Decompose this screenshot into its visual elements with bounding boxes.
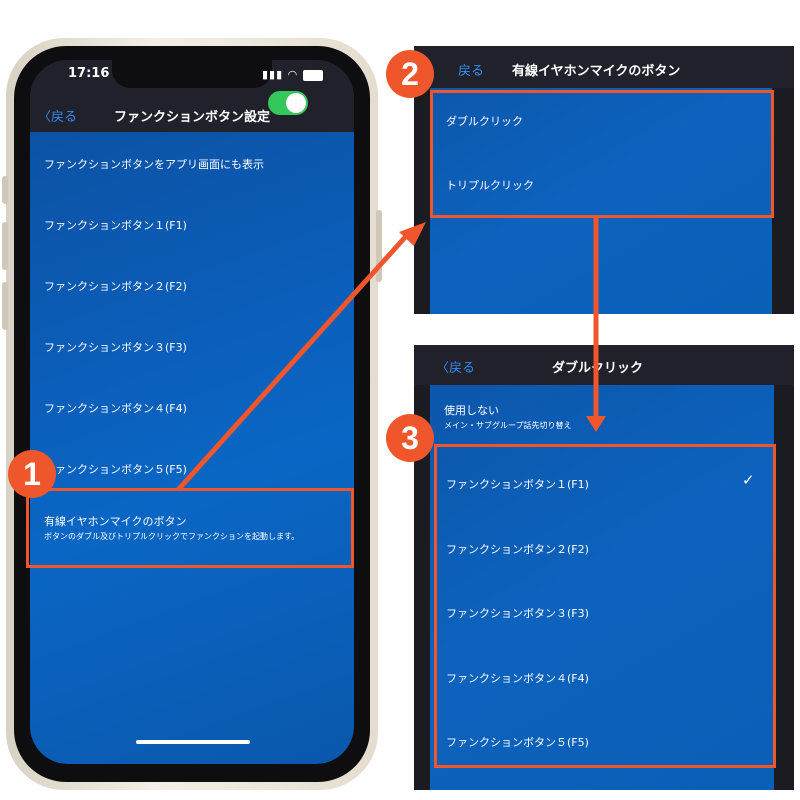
right-edge (774, 385, 794, 790)
function-button-option[interactable]: ファンクションボタン２(F2) (446, 543, 589, 556)
volume-up-button (2, 222, 8, 270)
arrow-head-1 (399, 222, 426, 246)
right-edge (772, 88, 794, 314)
chevron-left-icon: 〈 (436, 361, 450, 376)
triple-click-row[interactable]: トリプルクリック (446, 179, 534, 192)
checkmark-icon: ✓ (742, 471, 755, 489)
wired-earphone-row-title[interactable]: 有線イヤホンマイクのボタン (44, 515, 187, 528)
volume-down-button (2, 282, 8, 330)
back-label: 戻る (449, 361, 476, 376)
page-title: ファンクションボタン設定 (114, 110, 271, 125)
back-button[interactable]: 戻る (458, 64, 485, 79)
step-badge-3: 3 (386, 414, 434, 462)
not-used-desc: メイン・サブグループ話先切り替え (444, 421, 572, 430)
highlight-box-3 (434, 444, 776, 768)
not-used-row[interactable]: 使用しない (444, 404, 499, 417)
mute-switch (2, 176, 8, 204)
function-button-option[interactable]: ファンクションボタン４(F4) (446, 672, 589, 685)
back-label: 戻る (51, 110, 78, 125)
function-button-row[interactable]: ファンクションボタン２(F2) (44, 280, 187, 293)
left-edge (414, 385, 430, 790)
function-button-row[interactable]: ファンクションボタン３(F3) (44, 341, 187, 354)
phone-screen: 17:16 ▮▮▮ ◠ 〈戻る ファンクションボタン設定 ファンクションボタンを… (30, 60, 354, 764)
wifi-icon: ◠ (287, 68, 299, 81)
left-edge (414, 88, 430, 314)
function-button-option[interactable]: ファンクションボタン５(F5) (446, 736, 589, 749)
arrow-head-2 (586, 416, 606, 432)
double-click-row[interactable]: ダブルクリック (446, 115, 523, 128)
signal-icon: ▮▮▮ (262, 68, 284, 81)
status-time: 17:16 (68, 66, 110, 81)
nav-bar (414, 46, 794, 88)
page-title: 有線イヤホンマイクのボタン (512, 64, 681, 79)
wired-earphone-row-desc: ボタンのダブル及びトリプルクリックでファンクションを起動します。 (44, 532, 300, 541)
toggle-knob (286, 93, 306, 113)
highlight-box-2 (430, 90, 774, 218)
step-badge-1: 1 (8, 450, 56, 498)
highlight-box-1 (26, 488, 354, 568)
function-button-row[interactable]: ファンクションボタン４(F4) (44, 402, 187, 415)
chevron-left-icon: 〈 (38, 110, 52, 125)
step-badge-2: 2 (386, 50, 434, 98)
function-button-option[interactable]: ファンクションボタン１(F1) (446, 478, 589, 491)
toggle-label: ファンクションボタンをアプリ画面にも表示 (44, 158, 264, 171)
home-indicator (136, 740, 250, 744)
nav-bar (414, 345, 794, 385)
power-button (376, 210, 382, 282)
back-button[interactable]: 〈戻る (38, 106, 77, 125)
function-button-row[interactable]: ファンクションボタン５(F5) (44, 463, 187, 476)
battery-icon (302, 69, 323, 81)
status-icons: ▮▮▮ ◠ (262, 68, 323, 81)
function-button-row[interactable]: ファンクションボタン１(F1) (44, 219, 187, 232)
panel-double-click: 〈戻る ダブルクリック 使用しない メイン・サブグループ話先切り替え ファンクシ… (414, 345, 794, 790)
notch (112, 60, 272, 88)
back-button[interactable]: 〈戻る (436, 357, 475, 376)
arrow-1-to-2 (176, 232, 410, 492)
function-button-option[interactable]: ファンクションボタン３(F3) (446, 607, 589, 620)
